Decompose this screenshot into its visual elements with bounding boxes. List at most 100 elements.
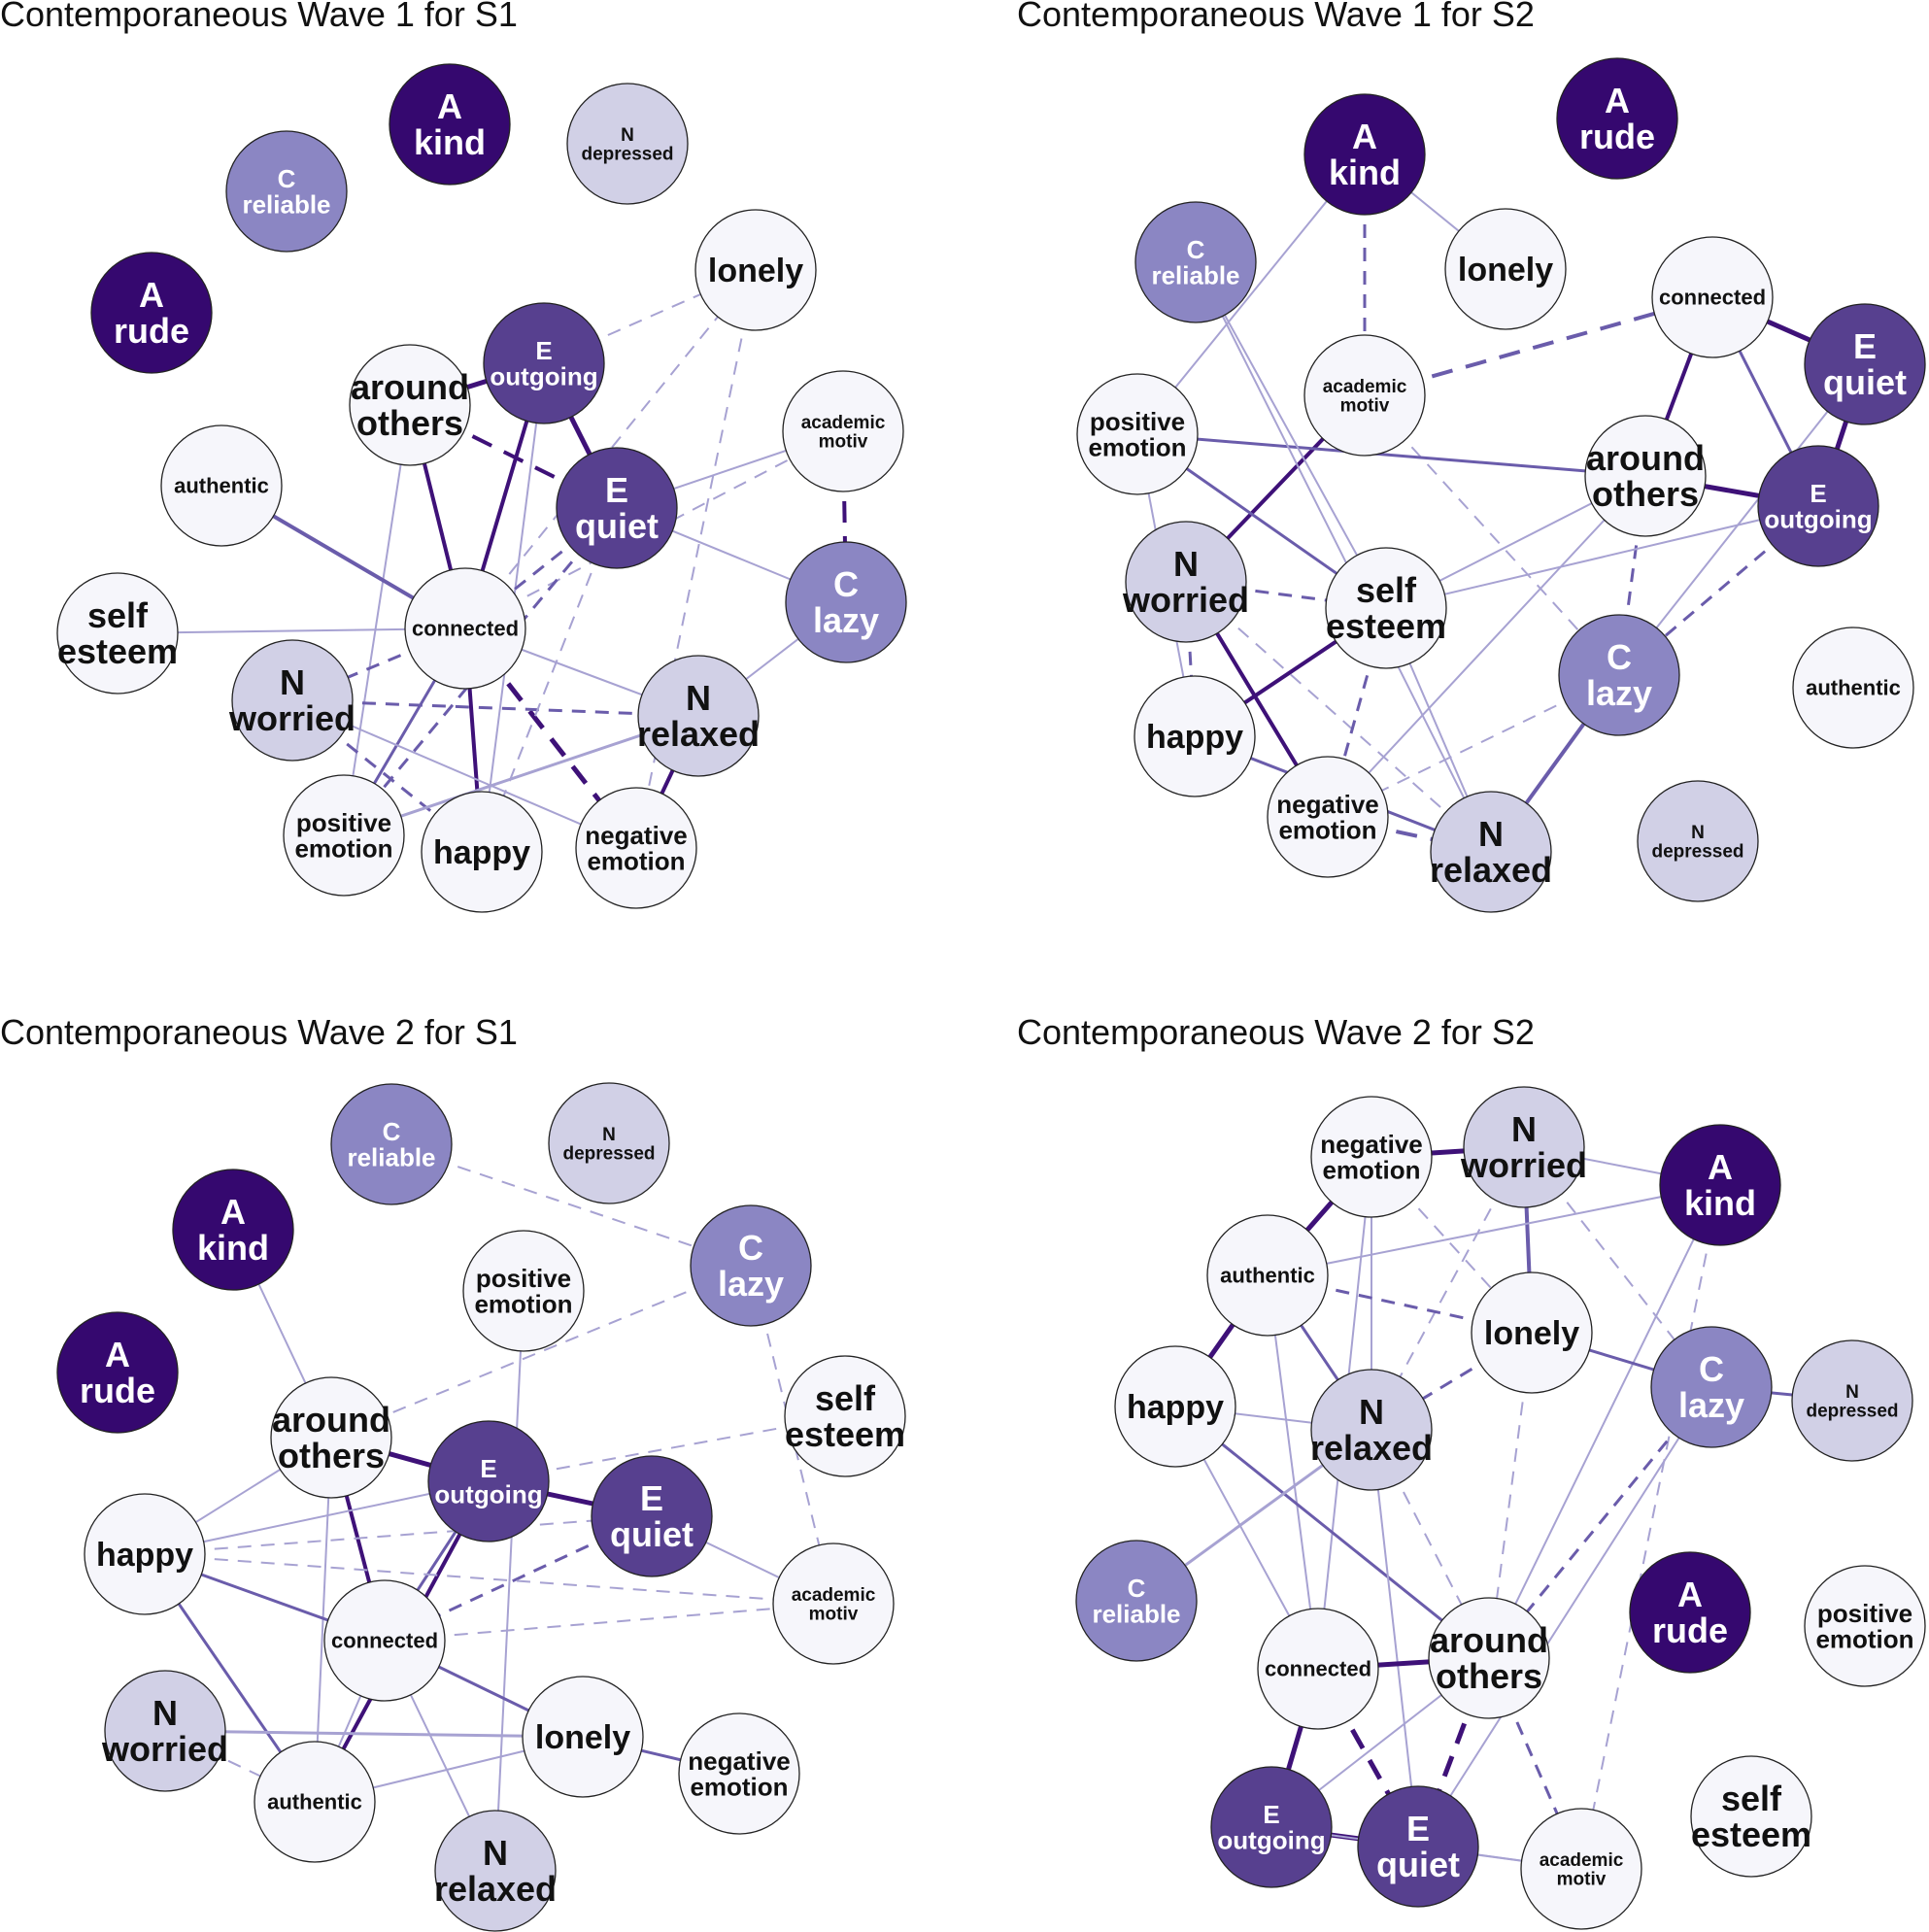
node-label: self	[87, 595, 149, 635]
node-circle	[1075, 1540, 1198, 1662]
node-label: emotion	[690, 1772, 788, 1801]
node-label: emotion	[1815, 1624, 1913, 1653]
node-happy: happy	[84, 1493, 206, 1615]
node-label: A	[1708, 1147, 1733, 1187]
node-label: esteem	[1326, 606, 1446, 646]
node-circle	[330, 1083, 453, 1205]
edge-A_kind-academic_motiv	[1580, 1184, 1721, 1870]
node-label: E	[480, 1454, 496, 1483]
node-label: authentic	[1806, 676, 1901, 700]
node-label: rude	[1579, 117, 1655, 156]
node-circle	[1430, 791, 1552, 913]
node-lonely: lonely	[1444, 208, 1567, 330]
node-label: negative	[688, 1746, 791, 1776]
panel-title-4: Contemporaneous Wave 2 for S2	[1017, 1012, 1535, 1052]
edge-A_kind-around_others	[1488, 1184, 1721, 1659]
node-label: C	[1699, 1349, 1724, 1389]
node-label: rude	[114, 311, 189, 351]
node-label: N	[483, 1833, 508, 1873]
node-label: around	[351, 367, 469, 407]
node-label: N	[280, 662, 305, 702]
node-circle	[160, 424, 283, 547]
node-label: authentic	[174, 474, 269, 498]
node-circle	[1114, 1345, 1236, 1468]
node-circle	[591, 1455, 713, 1577]
edge-connected-lonely	[464, 269, 757, 629]
node-label: kind	[1329, 153, 1401, 192]
node-label: authentic	[1220, 1264, 1315, 1288]
node-label: negative	[1276, 790, 1379, 819]
node-label: authentic	[267, 1790, 362, 1814]
node-label: lonely	[1458, 252, 1553, 288]
node-circle	[637, 655, 760, 777]
node-label: emotion	[1322, 1155, 1420, 1184]
node-circle	[1125, 521, 1247, 643]
edge-positive_emotion-around_others	[1136, 432, 1646, 478]
node-label: relaxed	[1430, 850, 1552, 890]
node-label: E	[535, 336, 552, 365]
node-label: connected	[1659, 286, 1766, 310]
node-label: esteem	[1691, 1814, 1811, 1854]
node-label: A	[1677, 1575, 1703, 1614]
node-authentic: authentic	[1206, 1214, 1329, 1337]
node-label: E	[1853, 326, 1877, 366]
node-circle	[225, 130, 348, 253]
node-label: others	[278, 1436, 385, 1475]
edges-panel-1	[117, 269, 848, 854]
node-label: A	[220, 1192, 246, 1232]
node-connected: connected	[323, 1579, 446, 1702]
node-label: depressed	[581, 144, 673, 164]
node-label: N	[1478, 814, 1504, 854]
node-circle	[1267, 756, 1389, 878]
node-label: motiv	[809, 1604, 859, 1624]
edge-authentic-connected	[1267, 1274, 1319, 1670]
node-label: depressed	[562, 1143, 655, 1164]
node-circle	[785, 541, 907, 663]
edge-C_reliable-N_relaxed	[1195, 261, 1492, 853]
node-circle	[1556, 57, 1678, 180]
node-circle	[556, 447, 678, 569]
node-label: C	[1187, 235, 1205, 264]
node-connected: connected	[1257, 1608, 1379, 1730]
node-label: lonely	[1484, 1315, 1579, 1352]
node-circle	[1428, 1597, 1550, 1719]
edge-N_worried-lonely	[164, 1729, 584, 1739]
node-label: positive	[1090, 407, 1185, 436]
node-circle	[1206, 1214, 1329, 1337]
node-label: emotion	[474, 1289, 572, 1318]
node-label: around	[272, 1400, 390, 1440]
node-label: lonely	[535, 1719, 630, 1756]
edge-happy-academic_motiv	[144, 1553, 834, 1605]
edge-happy-around_others	[1174, 1405, 1490, 1660]
node-label: E	[1263, 1800, 1279, 1829]
node-label: happy	[433, 834, 530, 871]
node-circle	[784, 1355, 906, 1477]
node-label: connected	[1265, 1657, 1371, 1681]
node-circle	[1637, 780, 1759, 902]
node-circle	[56, 572, 179, 695]
node-circle	[404, 567, 526, 690]
node-label: reliable	[1151, 260, 1239, 289]
node-label: quiet	[1376, 1845, 1460, 1884]
node-happy: happy	[1134, 675, 1256, 797]
node-label: self	[815, 1378, 876, 1418]
